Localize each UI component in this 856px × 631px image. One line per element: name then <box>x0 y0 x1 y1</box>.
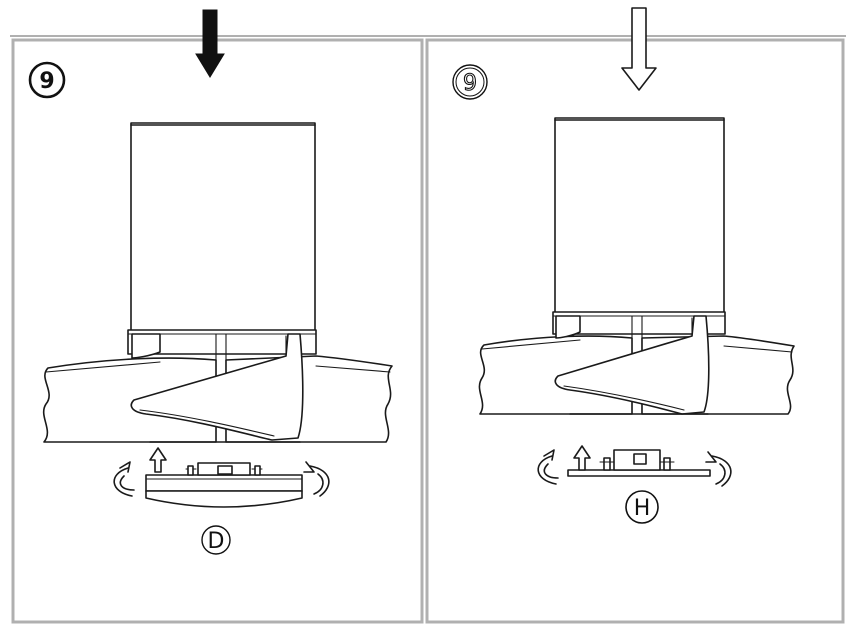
right-blade-bracket <box>554 315 710 415</box>
left-part-label: D <box>201 525 231 555</box>
solid-down-arrow-icon <box>195 9 225 78</box>
right-rotate-left-icon <box>537 449 559 485</box>
right-rotate-right-icon <box>705 451 732 487</box>
right-part-label: H <box>625 490 659 524</box>
right-up-arrow-icon <box>573 445 591 471</box>
left-step-circle <box>28 61 66 99</box>
left-part-letter: D <box>208 529 225 554</box>
left-rotate-right-icon <box>303 461 330 497</box>
left-step-number: 9 <box>39 69 54 94</box>
right-light-plate <box>567 449 711 477</box>
left-up-arrow-icon <box>149 447 167 473</box>
hollow-down-arrow-icon <box>621 7 657 91</box>
right-step-number: 9 <box>463 71 477 96</box>
left-motor-housing <box>127 122 317 441</box>
left-light-kit <box>145 462 303 508</box>
left-panel: 9 <box>11 9 424 624</box>
left-blade-bracket <box>130 333 304 441</box>
right-part-letter: H <box>634 496 651 521</box>
right-motor-housing <box>552 117 726 415</box>
right-panel: 9 <box>425 7 845 624</box>
left-blade-left <box>42 357 217 443</box>
left-step-badge: 9 <box>28 61 66 99</box>
left-rotate-left-icon <box>113 461 135 497</box>
right-step-badge: 9 <box>452 64 488 100</box>
